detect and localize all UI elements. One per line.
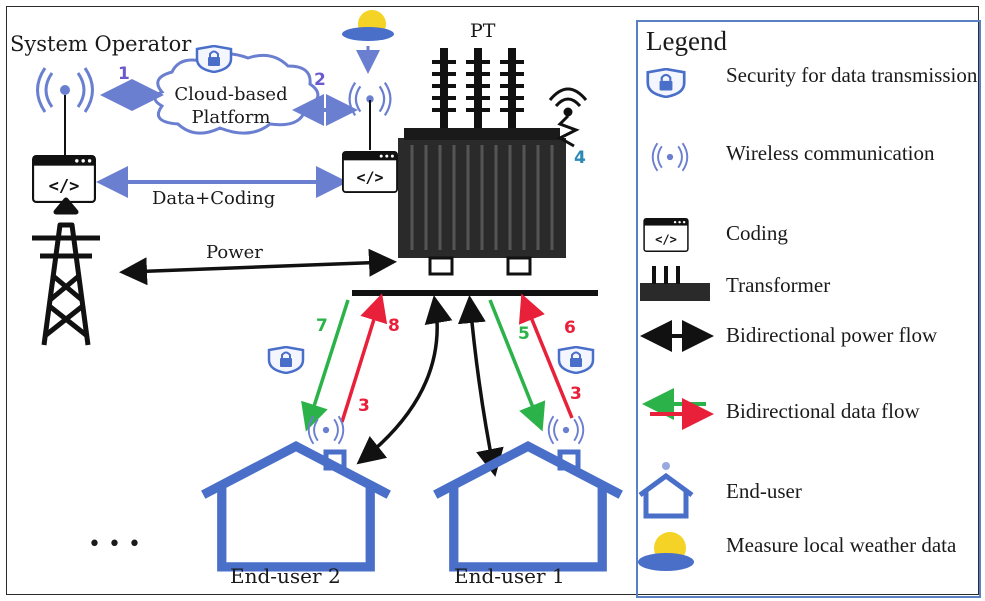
end-user-2-lock-shield-icon [267, 346, 305, 374]
arrow-data-6 [518, 293, 574, 419]
pt-label: PT [470, 20, 496, 42]
legend-item-coding: Coding [726, 221, 788, 245]
operator-code-window-icon [32, 155, 96, 203]
ellipsis-more-users: • • • [88, 532, 141, 557]
step-number-8: 8 [388, 316, 400, 336]
step-number-3-right: 3 [570, 384, 582, 404]
legend-item-wireless: Wireless communication [726, 141, 935, 165]
legend-house-icon [638, 462, 694, 519]
step-number-7: 7 [316, 316, 328, 336]
legend-item-data-flow: Bidirectional data flow [726, 399, 920, 423]
step-number-6: 6 [564, 318, 576, 338]
sun-cloud-weather-icon [342, 10, 394, 41]
legend-title: Legend [646, 26, 727, 56]
arrow-power [119, 248, 397, 286]
legend-item-transformer: Transformer [726, 273, 831, 297]
outer-frame [6, 6, 979, 595]
arrow-data-7 [301, 299, 350, 432]
data-coding-label: Data+Coding [152, 188, 276, 209]
transmission-tower-icon [32, 197, 100, 346]
pt-wifi-sensor-icon [548, 87, 588, 148]
legend-sun-cloud-icon [638, 532, 694, 571]
end-user-2-chimney [323, 449, 347, 471]
cloud-lock-shield-icon [195, 45, 233, 73]
step-number-2: 2 [314, 70, 326, 90]
step-number-1: 1 [118, 64, 130, 84]
pt-code-window-icon [342, 150, 398, 194]
end-user-1-chimney [557, 449, 581, 471]
end-user-2-wireless-icon [307, 415, 345, 445]
legend-item-weather: Measure local weather data [726, 533, 957, 557]
arrow-power-end-user-1 [457, 295, 504, 477]
legend-transformer-icon [640, 266, 710, 301]
step-number-4: 4 [574, 148, 586, 168]
legend-item-end-user: End-user [726, 479, 802, 503]
transformer-icon [398, 48, 566, 276]
end-user-1-label: End-user 1 [454, 564, 565, 588]
end-user-2-house-icon [203, 446, 389, 567]
legend-item-power-flow: Bidirectional power flow [726, 323, 938, 347]
step-number-5: 5 [518, 324, 530, 344]
end-user-1-lock-shield-icon [557, 346, 595, 374]
end-user-2-label: End-user 2 [230, 564, 341, 588]
arrow-power-end-user-2 [356, 295, 453, 465]
end-user-1-wireless-icon [547, 415, 585, 445]
system-operator-label: System Operator [10, 32, 192, 56]
cloud-platform-label: Cloud-based Platform [174, 84, 288, 128]
legend-item-security: Security for data transmission [726, 63, 978, 87]
power-label: Power [206, 242, 263, 263]
legend-panel [636, 20, 981, 598]
end-user-1-house-icon [435, 446, 621, 567]
step-number-3-left: 3 [358, 396, 370, 416]
